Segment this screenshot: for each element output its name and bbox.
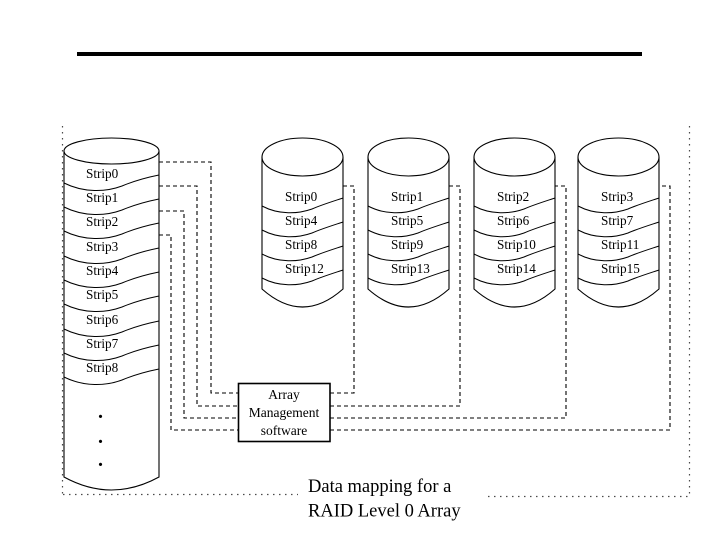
strip-label: Strip13 <box>391 261 430 276</box>
strip-divider <box>63 198 160 215</box>
member-disk-3-top <box>473 137 556 177</box>
strip-divider <box>473 221 556 238</box>
member-disk-4-body <box>577 157 660 308</box>
logical-disk: Strip0 Strip1 Strip2 Strip3 Strip4 Strip… <box>63 137 160 491</box>
ellipsis-dot: . <box>98 401 103 423</box>
strip-label: Strip2 <box>86 214 118 229</box>
strip-label: Strip8 <box>86 360 119 375</box>
array-management-box-frame <box>237 382 331 443</box>
strip-label: Strip6 <box>86 312 119 327</box>
strip-label: Strip3 <box>601 189 634 204</box>
strip-divider <box>577 221 660 238</box>
member-disk-1-body <box>261 157 344 308</box>
strip-label: Strip2 <box>497 189 529 204</box>
strip-label: Strip12 <box>285 261 324 276</box>
connector-strip0-to-software <box>159 161 238 394</box>
strip-label: Strip15 <box>601 261 640 276</box>
member-disk-2-body <box>367 157 450 308</box>
member-disk-4-top <box>577 137 660 177</box>
strip-label: Strip5 <box>86 287 119 302</box>
ellipsis-dot: . <box>98 449 103 471</box>
strip-divider <box>261 245 344 262</box>
strip-label: Strip6 <box>497 213 530 228</box>
strip-label: Strip10 <box>497 237 536 252</box>
connector-strip3-to-software <box>159 234 238 431</box>
strip-divider <box>577 197 660 214</box>
strip-label: Strip5 <box>391 213 424 228</box>
strip-label: Strip11 <box>601 237 639 252</box>
strip-label: Strip14 <box>497 261 536 276</box>
strip-divider <box>473 269 556 286</box>
strip-label: Strip0 <box>285 189 318 204</box>
strip-label: Strip7 <box>601 213 634 228</box>
box-label-line1: Array <box>268 387 300 402</box>
strip-divider <box>577 245 660 262</box>
box-label-line3: software <box>261 423 307 438</box>
strip-label: Strip9 <box>391 237 424 252</box>
strip-label: Strip4 <box>86 263 119 278</box>
strip-label: Strip4 <box>285 213 318 228</box>
strip-divider <box>63 247 160 264</box>
strip-divider <box>63 320 160 337</box>
member-disk-3: Strip2 Strip6 Strip10 Strip14 <box>473 137 556 308</box>
member-disk-1: Strip0 Strip4 Strip8 Strip12 <box>261 137 344 308</box>
strip-divider <box>63 174 160 191</box>
strip-divider <box>367 197 450 214</box>
caption: Data mapping for a RAID Level 0 Array <box>308 477 461 522</box>
array-management-box: Array Management software <box>237 382 331 443</box>
strip-divider <box>261 221 344 238</box>
strip-label: Strip1 <box>86 190 118 205</box>
strip-label: Strip1 <box>391 189 423 204</box>
member-disk-4: Strip3 Strip7 Strip11 Strip15 <box>577 137 660 308</box>
connector-software-to-disk3 <box>330 185 567 419</box>
dotted-border <box>61 126 691 498</box>
strip-divider <box>367 221 450 238</box>
top-rule <box>77 52 642 56</box>
member-disk-3-body <box>473 157 556 308</box>
logical-disk-body <box>63 151 160 491</box>
strip-divider <box>261 269 344 286</box>
strip-divider <box>473 197 556 214</box>
strip-label: Strip8 <box>285 237 318 252</box>
box-label-line2: Management <box>249 405 320 420</box>
mapping-connectors <box>159 161 671 431</box>
connector-strip2-to-software <box>159 210 238 419</box>
strip-divider <box>367 269 450 286</box>
connector-software-to-disk4 <box>330 185 671 431</box>
ellipsis-dot: . <box>98 426 103 448</box>
caption-line1: Data mapping for a <box>308 477 451 497</box>
strip-label: Strip0 <box>86 166 119 181</box>
logical-disk-top <box>63 137 160 165</box>
member-disk-2-top <box>367 137 450 177</box>
strip-label: Strip3 <box>86 239 119 254</box>
strip-divider <box>261 197 344 214</box>
member-disk-2: Strip1 Strip5 Strip9 Strip13 <box>367 137 450 308</box>
strip-divider <box>63 368 160 385</box>
connector-software-to-disk1 <box>330 185 355 394</box>
strip-divider <box>63 271 160 288</box>
strip-divider <box>63 295 160 312</box>
connector-software-to-disk2 <box>330 185 461 407</box>
strip-divider <box>577 269 660 286</box>
strip-divider <box>367 245 450 262</box>
caption-line2: RAID Level 0 Array <box>308 502 461 522</box>
strip-divider <box>63 222 160 239</box>
strip-divider <box>473 245 556 262</box>
strip-divider <box>63 344 160 361</box>
connector-strip1-to-software <box>159 185 238 407</box>
strip-label: Strip7 <box>86 336 119 351</box>
member-disk-1-top <box>261 137 344 177</box>
